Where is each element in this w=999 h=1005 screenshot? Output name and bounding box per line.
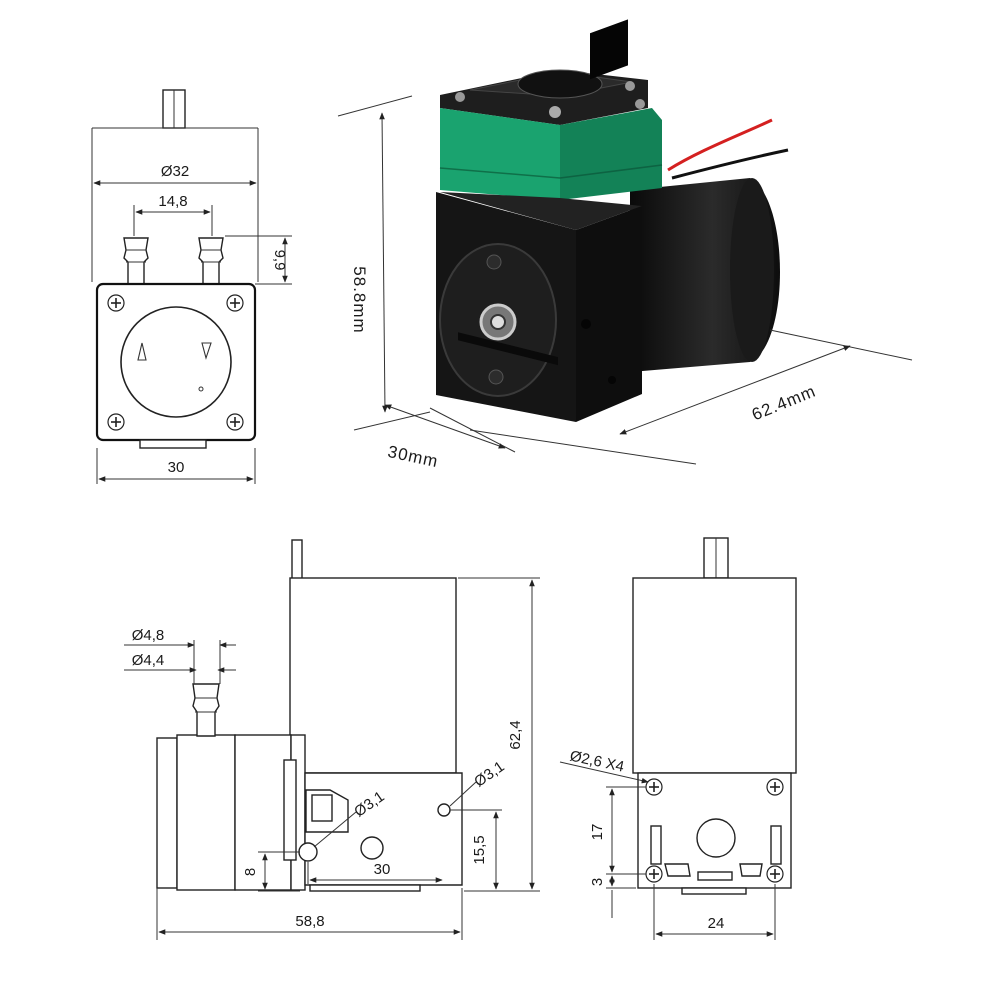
dim-hole-3-1-right: Ø3,1: [471, 758, 507, 791]
inlet-port: [123, 237, 149, 285]
dim-offset-3: 3: [589, 878, 606, 886]
top-view: Ø32 14,8 9,9: [91, 89, 292, 484]
front-view: Ø2,6 X4 17 3 24: [559, 537, 797, 940]
dim-width-30: 30: [168, 459, 185, 476]
screw-icon: [766, 865, 784, 883]
dim-outer-diameter-4-8: Ø4,8: [132, 627, 165, 644]
dim-offset-8: 8: [242, 868, 259, 876]
dim-offset-15-5: 15,5: [471, 835, 488, 864]
screw-icon: [107, 294, 125, 312]
dim-length-62-4mm: 62.4mm: [749, 381, 819, 424]
side-view: Ø4,8 Ø4,4 Ø3,1 Ø3,1 62,4 15,5 8: [124, 539, 540, 940]
dim-hole-pitch-17: 17: [589, 824, 606, 841]
screw-icon: [226, 294, 244, 312]
dim-port-spacing: 14,8: [158, 193, 187, 210]
dim-hole-span-30: 30: [374, 861, 391, 878]
dim-diameter-32: Ø32: [161, 163, 189, 180]
outlet-port: [198, 237, 224, 285]
screw-icon: [766, 778, 784, 796]
dim-hole-span-24: 24: [708, 915, 725, 932]
screw-icon: [107, 413, 125, 431]
dim-inner-diameter-4-4: Ø4,4: [132, 652, 165, 669]
screw-icon: [645, 778, 663, 796]
dim-height-58-8mm: 58.8mm: [350, 266, 369, 333]
pump-3d-render: 58.8mm 30mm 62.4mm: [337, 19, 913, 471]
dim-total-length-58-8: 58,8: [295, 913, 324, 930]
dim-mount-holes: Ø2,6 X4: [568, 748, 625, 776]
dim-port-height: 9,9: [271, 250, 288, 271]
dim-width-30mm: 30mm: [386, 442, 440, 471]
screw-icon: [226, 413, 244, 431]
dim-total-height-62-4: 62,4: [507, 720, 524, 749]
screw-icon: [645, 865, 663, 883]
